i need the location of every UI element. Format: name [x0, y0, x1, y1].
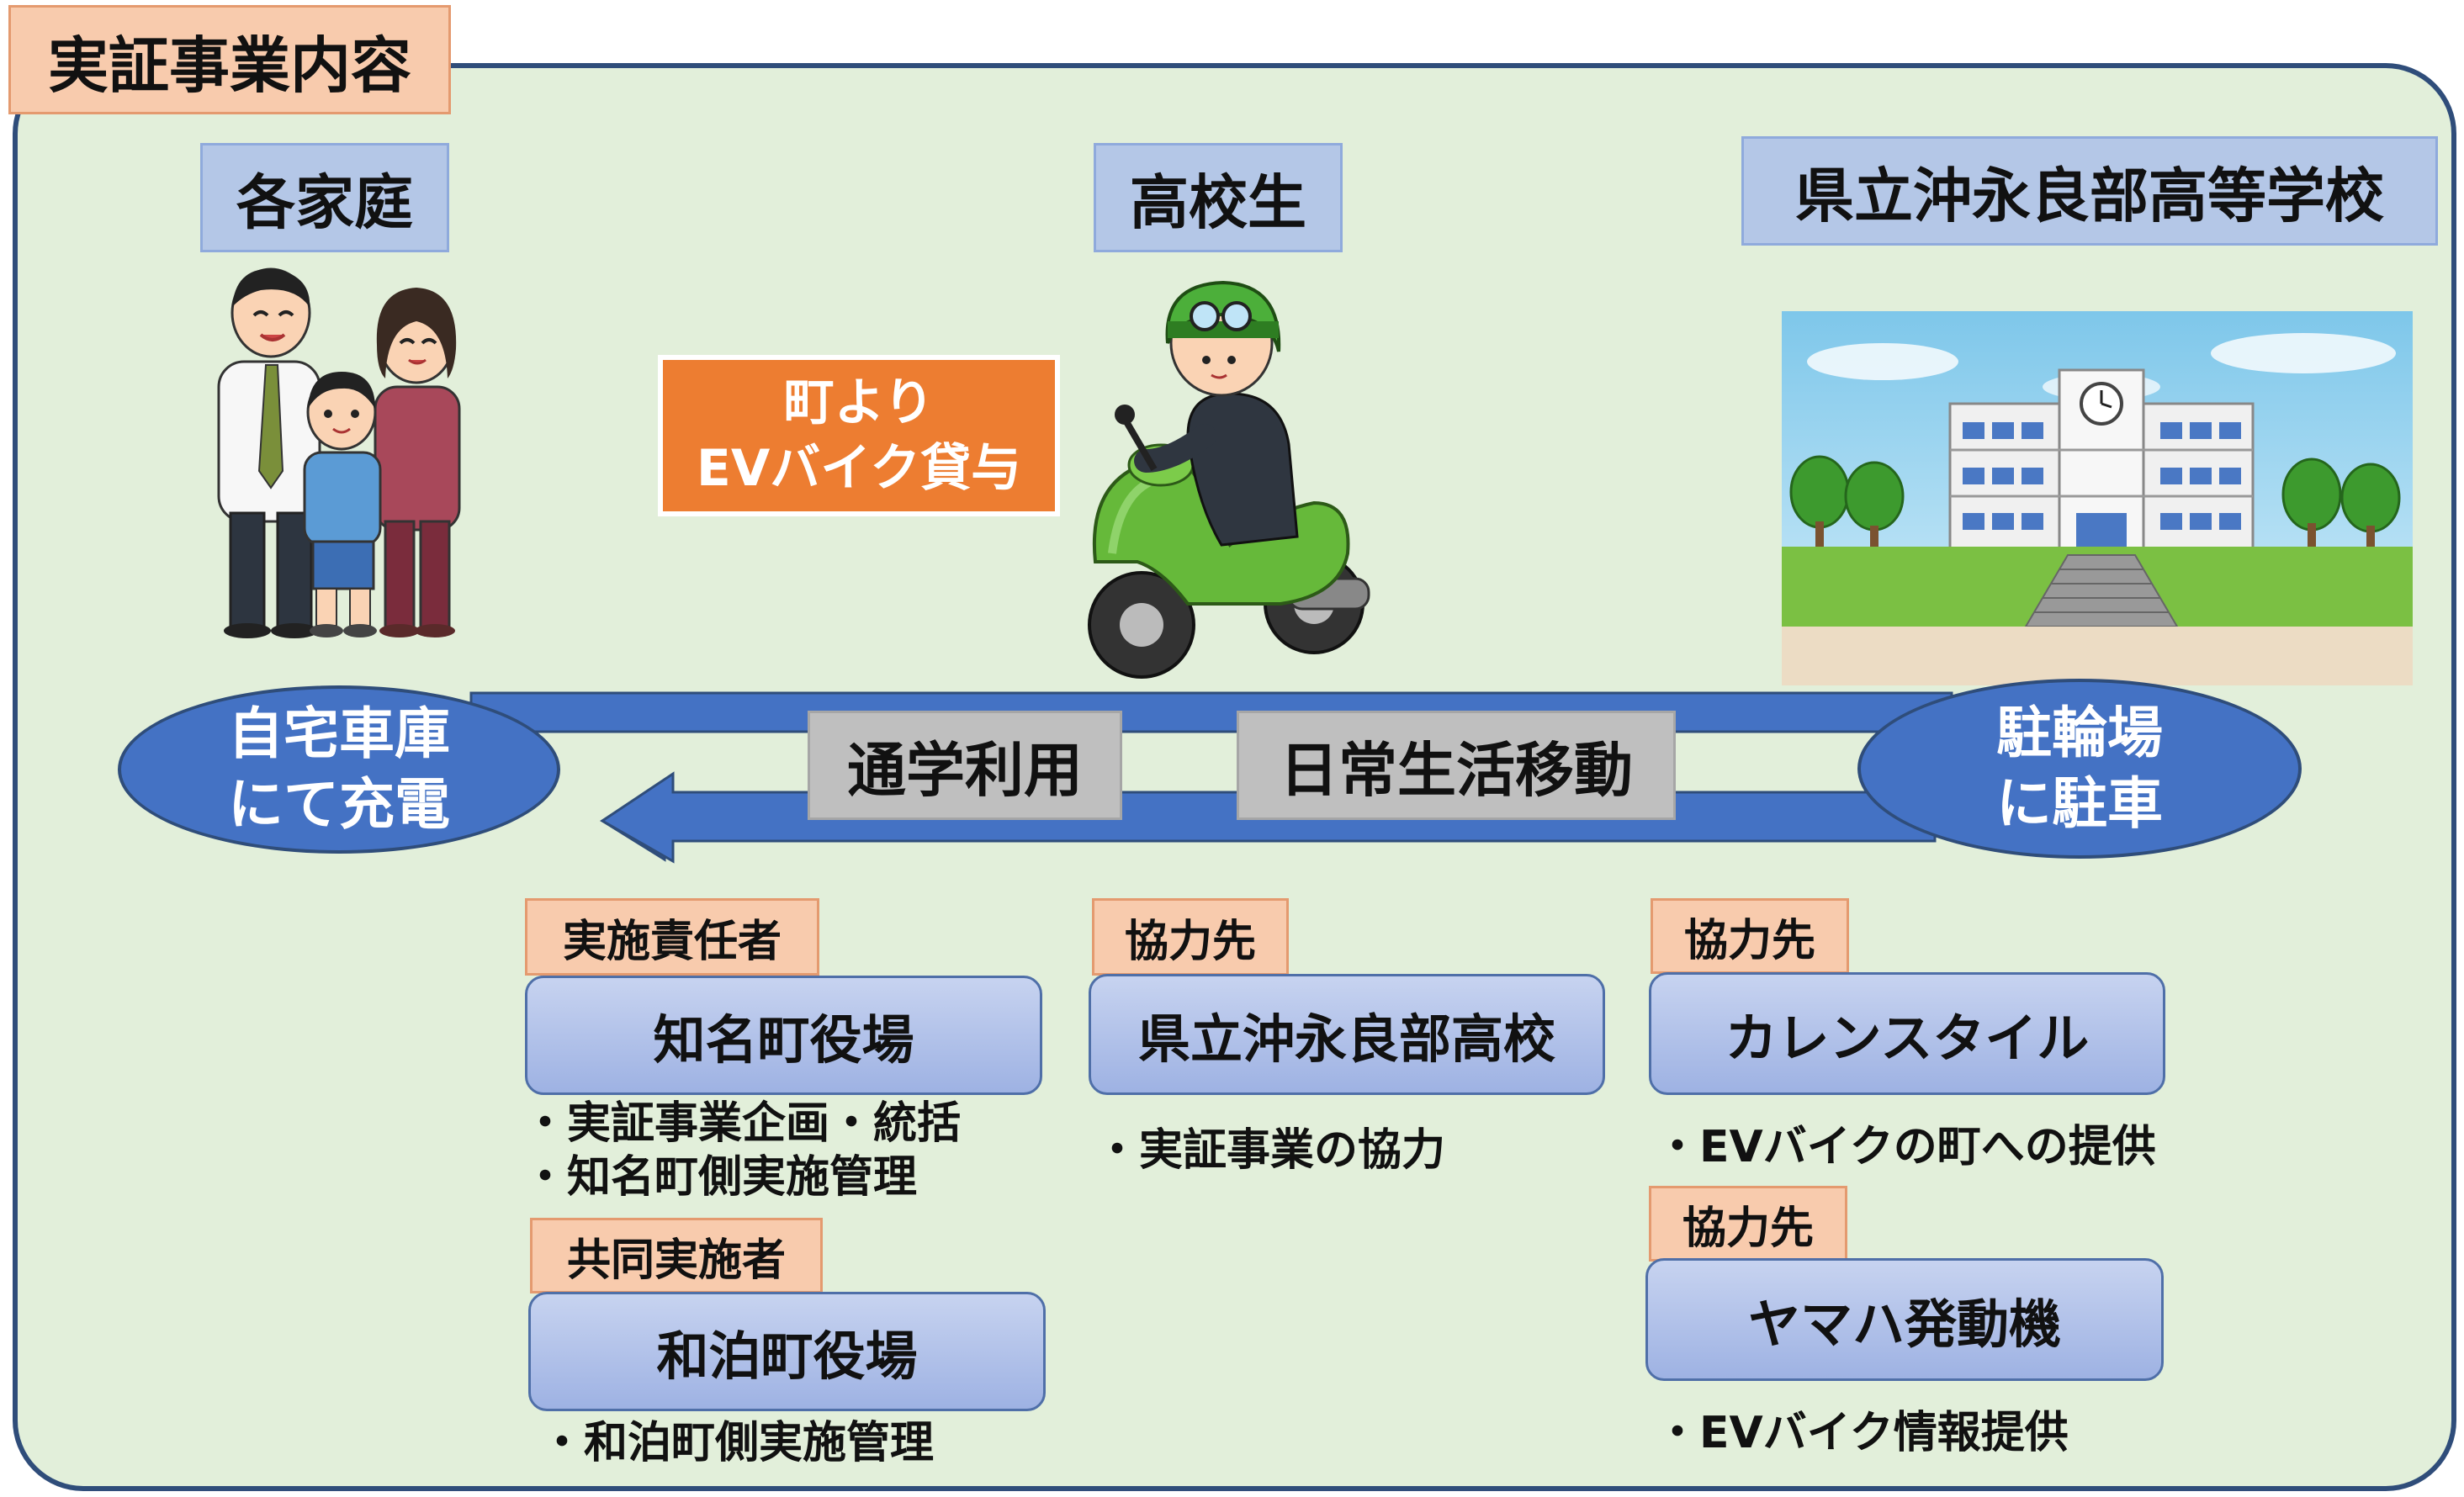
commute-use-label: 通学利用 — [808, 711, 1122, 820]
school-partner-box: 県立沖永良部高校 — [1089, 974, 1605, 1095]
home-charging-ellipse: 自宅車庫 にて充電 — [118, 685, 560, 854]
home-line-2: にて充電 — [228, 772, 450, 837]
home-line-1: 自宅車庫 — [228, 701, 450, 766]
school-role-tag: 協力先 — [1092, 898, 1289, 976]
ev-bike-loan-box: 町より EVバイク貸与 — [658, 355, 1060, 516]
loan-line-1: 町より — [783, 373, 935, 432]
karen-style-box: カレンスタイル — [1649, 972, 2165, 1095]
loan-line-2: EVバイク貸与 — [696, 439, 1022, 498]
karen-role-tag: 協力先 — [1651, 898, 1849, 974]
household-header: 各家庭 — [200, 143, 449, 252]
family-icon — [217, 267, 461, 638]
china-role-tag: 実施責任者 — [525, 898, 819, 976]
china-town-office-box: 知名町役場 — [525, 976, 1042, 1095]
bicycle-parking-ellipse: 駐輪場 に駐車 — [1857, 679, 2302, 859]
yamaha-motor-box: ヤマハ発動機 — [1645, 1258, 2164, 1381]
student-header: 高校生 — [1094, 143, 1343, 252]
china-note-1: ・実証事業企画・統括 — [523, 1098, 962, 1149]
daily-use-label: 日常生活移動 — [1237, 711, 1676, 820]
yamaha-role-tag: 協力先 — [1649, 1186, 1847, 1262]
parking-line-1: 駐輪場 — [1996, 701, 2163, 765]
yamaha-note-1: ・EVバイク情報提供 — [1656, 1408, 2069, 1458]
wadomari-town-office-box: 和泊町役場 — [528, 1292, 1046, 1411]
school-header: 県立沖永良部高等学校 — [1741, 136, 2438, 246]
china-note-2: ・知名町側実施管理 — [523, 1152, 918, 1203]
parking-line-2: に駐車 — [1996, 771, 2163, 836]
wadomari-note-1: ・和泊町側実施管理 — [540, 1418, 935, 1468]
school-note-1: ・実証事業の協力 — [1095, 1125, 1446, 1176]
upper-arrow-band — [469, 691, 1953, 733]
karen-note-1: ・EVバイクの町への提供 — [1656, 1122, 2156, 1172]
wadomari-role-tag: 共同実施者 — [530, 1218, 823, 1293]
school-building-icon — [1782, 311, 2413, 685]
page-title: 実証事業内容 — [8, 5, 451, 114]
student-riding-scooter-icon — [1088, 280, 1370, 679]
